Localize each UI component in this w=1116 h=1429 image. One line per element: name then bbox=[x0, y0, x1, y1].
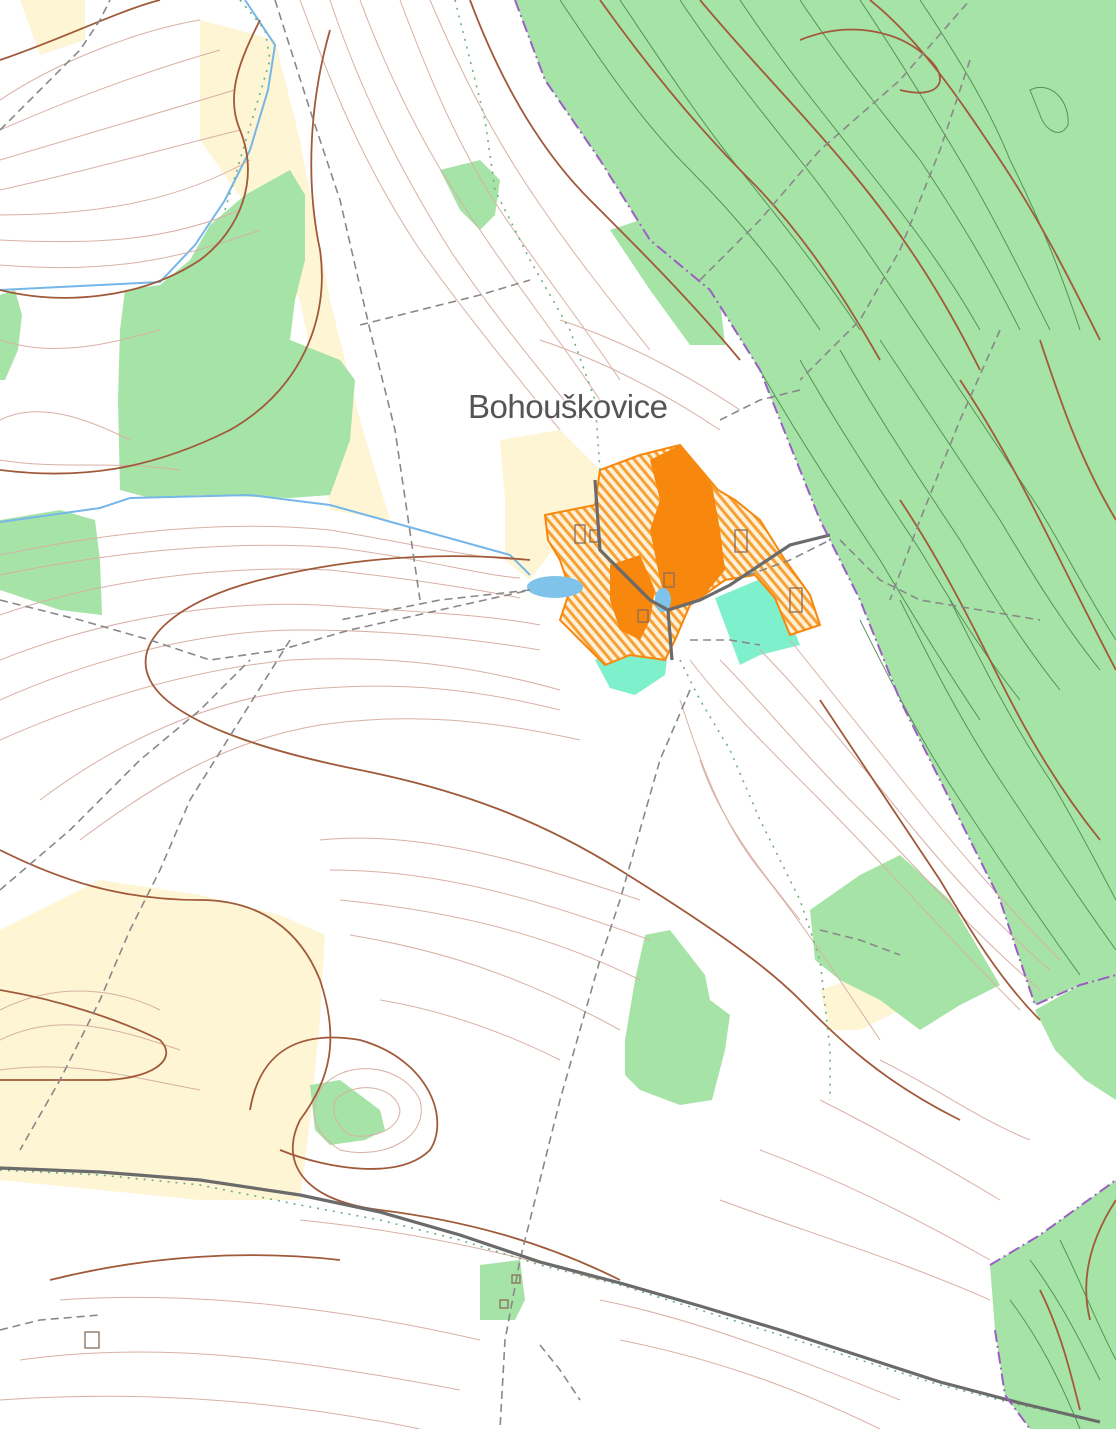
dirt-tracks bbox=[0, 0, 1041, 1429]
ponds-and-streams bbox=[0, 0, 671, 612]
administrative-boundary bbox=[514, 0, 1116, 1429]
footpaths bbox=[0, 0, 1091, 1421]
buildings bbox=[84, 524, 803, 1349]
place-label-village[interactable]: Bohouškovice bbox=[468, 388, 668, 425]
built-up-area bbox=[543, 443, 822, 667]
main-road bbox=[0, 479, 1101, 1424]
pond bbox=[527, 576, 583, 598]
